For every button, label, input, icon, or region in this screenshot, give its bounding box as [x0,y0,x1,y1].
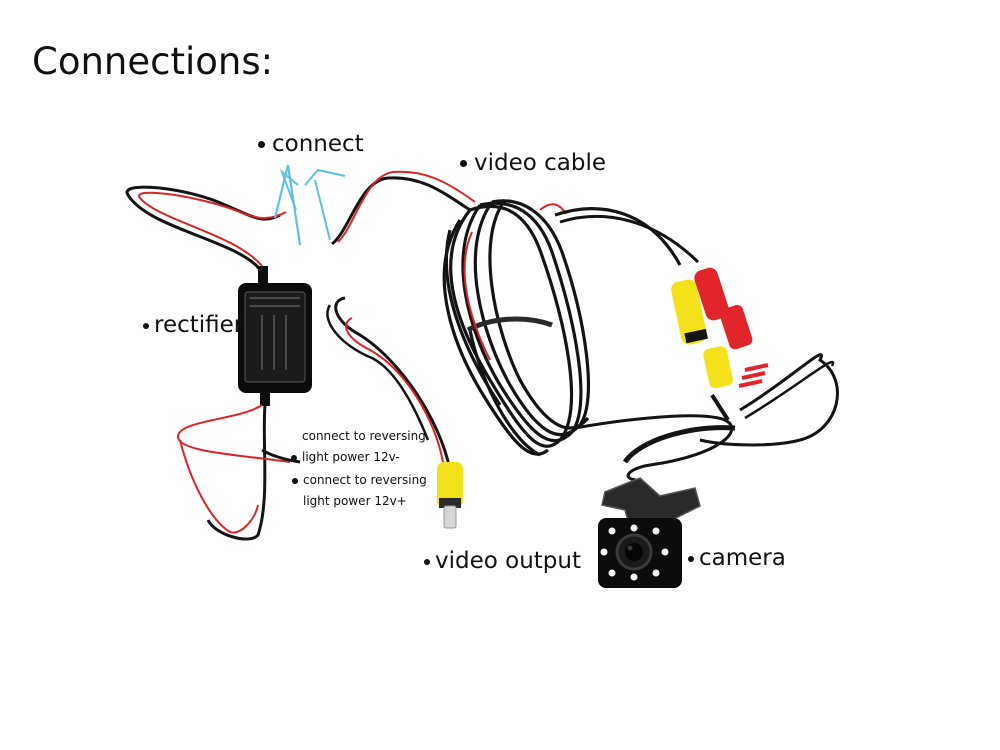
rca-red-cuff [719,305,753,350]
camera-led-6 [630,573,638,581]
camera-led-2 [630,524,638,532]
label-rectifier: rectifier [143,312,243,338]
rectifier-box [238,266,312,406]
bullet-dot [424,558,430,565]
coil-loop-4 [442,219,550,456]
label-connect-text: connect [272,131,364,157]
coil-red-accent [463,231,491,361]
camera-cable-hub [622,425,736,464]
label-reversing-positive-line2: light power 12v+ [303,494,407,508]
bullet-dot [292,477,298,484]
bullet-dot [143,322,149,329]
label-video-output-text: video output [435,548,581,574]
rca-red-connector [694,267,769,388]
bullet-dot [291,454,297,461]
coil-to-rca-cable-2 [559,215,700,264]
camera-led-4 [661,548,669,556]
rectifier-top-cap [258,266,268,284]
rca-yellow-lead [710,393,730,422]
label-reversing-negative-line2: light power 12v- [302,450,400,464]
connect-wire-blue-1 [273,164,302,246]
video-cable-lead-black [331,176,471,246]
bullet-dot [258,141,265,148]
coil-tie [466,316,553,333]
connect-wire-blue-3 [304,168,346,186]
camera-loop-cable [699,353,839,447]
label-rectifier-text: rectifier [154,312,244,338]
label-video-cable-text: video cable [474,150,607,176]
coil-to-camera-cable [574,414,734,482]
video-output-lead [326,296,463,529]
reversing-wire-black [206,404,267,541]
camera [598,477,701,588]
rca-red-body [694,267,730,321]
video-cable-lead [331,170,476,246]
camera-led-7 [608,569,616,577]
reversing-wire-red [177,404,291,463]
label-video-output: video output [424,548,581,574]
camera-led-8 [600,548,608,556]
power-input-wire-red [138,191,287,273]
rectifier-label-strip [244,291,306,383]
coil-to-rca-cable [554,207,682,266]
label-video-cable: video cable [460,150,606,176]
rca-yellow-body [671,279,707,345]
rca-yellow-band [684,328,708,344]
video-output-wire-red [345,317,445,471]
label-camera-text: camera [699,545,786,571]
camera-lens-glint [627,545,633,551]
page-title: Connections: [32,40,274,83]
coil-loop-7 [468,329,541,457]
rca-red-ribs [738,363,769,388]
rca-yellow-tip [703,346,733,389]
label-reversing-positive-line1: connect to reversing [303,473,427,487]
bullet-dot [688,555,694,562]
video-output-rca-band [439,498,461,508]
camera-led-3 [652,527,660,535]
connect-wire-blue-4 [314,179,331,241]
power-input-wire [125,185,287,273]
video-output-wire-black [334,296,452,471]
bullet-dot [460,160,467,167]
label-camera: camera [688,545,786,571]
reversing-light-wires [177,404,301,541]
rca-yellow-connector [671,279,733,422]
camera-led-1 [608,527,616,535]
label-reversing-positive: connect to reversing light power 12v+ [292,470,427,512]
connect-wire-blue-2 [279,168,299,211]
camera-lens [625,543,643,561]
rectifier-bottom-cap [260,392,270,406]
reversing-wire-black-end [261,448,301,464]
video-output-wire-black-2 [326,304,430,441]
video-output-rca-body [437,462,463,508]
camera-led-5 [652,569,660,577]
camera-loop-cable-2 [744,360,835,420]
reversing-wire-red-2 [179,439,259,534]
connect-wires [273,164,346,246]
video-cable-lead-red [337,170,476,243]
video-output-rca-tip [443,505,457,529]
label-reversing-negative: connect to reversing light power 12v- [291,426,426,468]
label-reversing-negative-line1: connect to reversing [302,429,426,443]
video-cable-coil [442,199,590,457]
coil-loop-5 [488,199,590,430]
label-connect: connect [258,131,364,157]
